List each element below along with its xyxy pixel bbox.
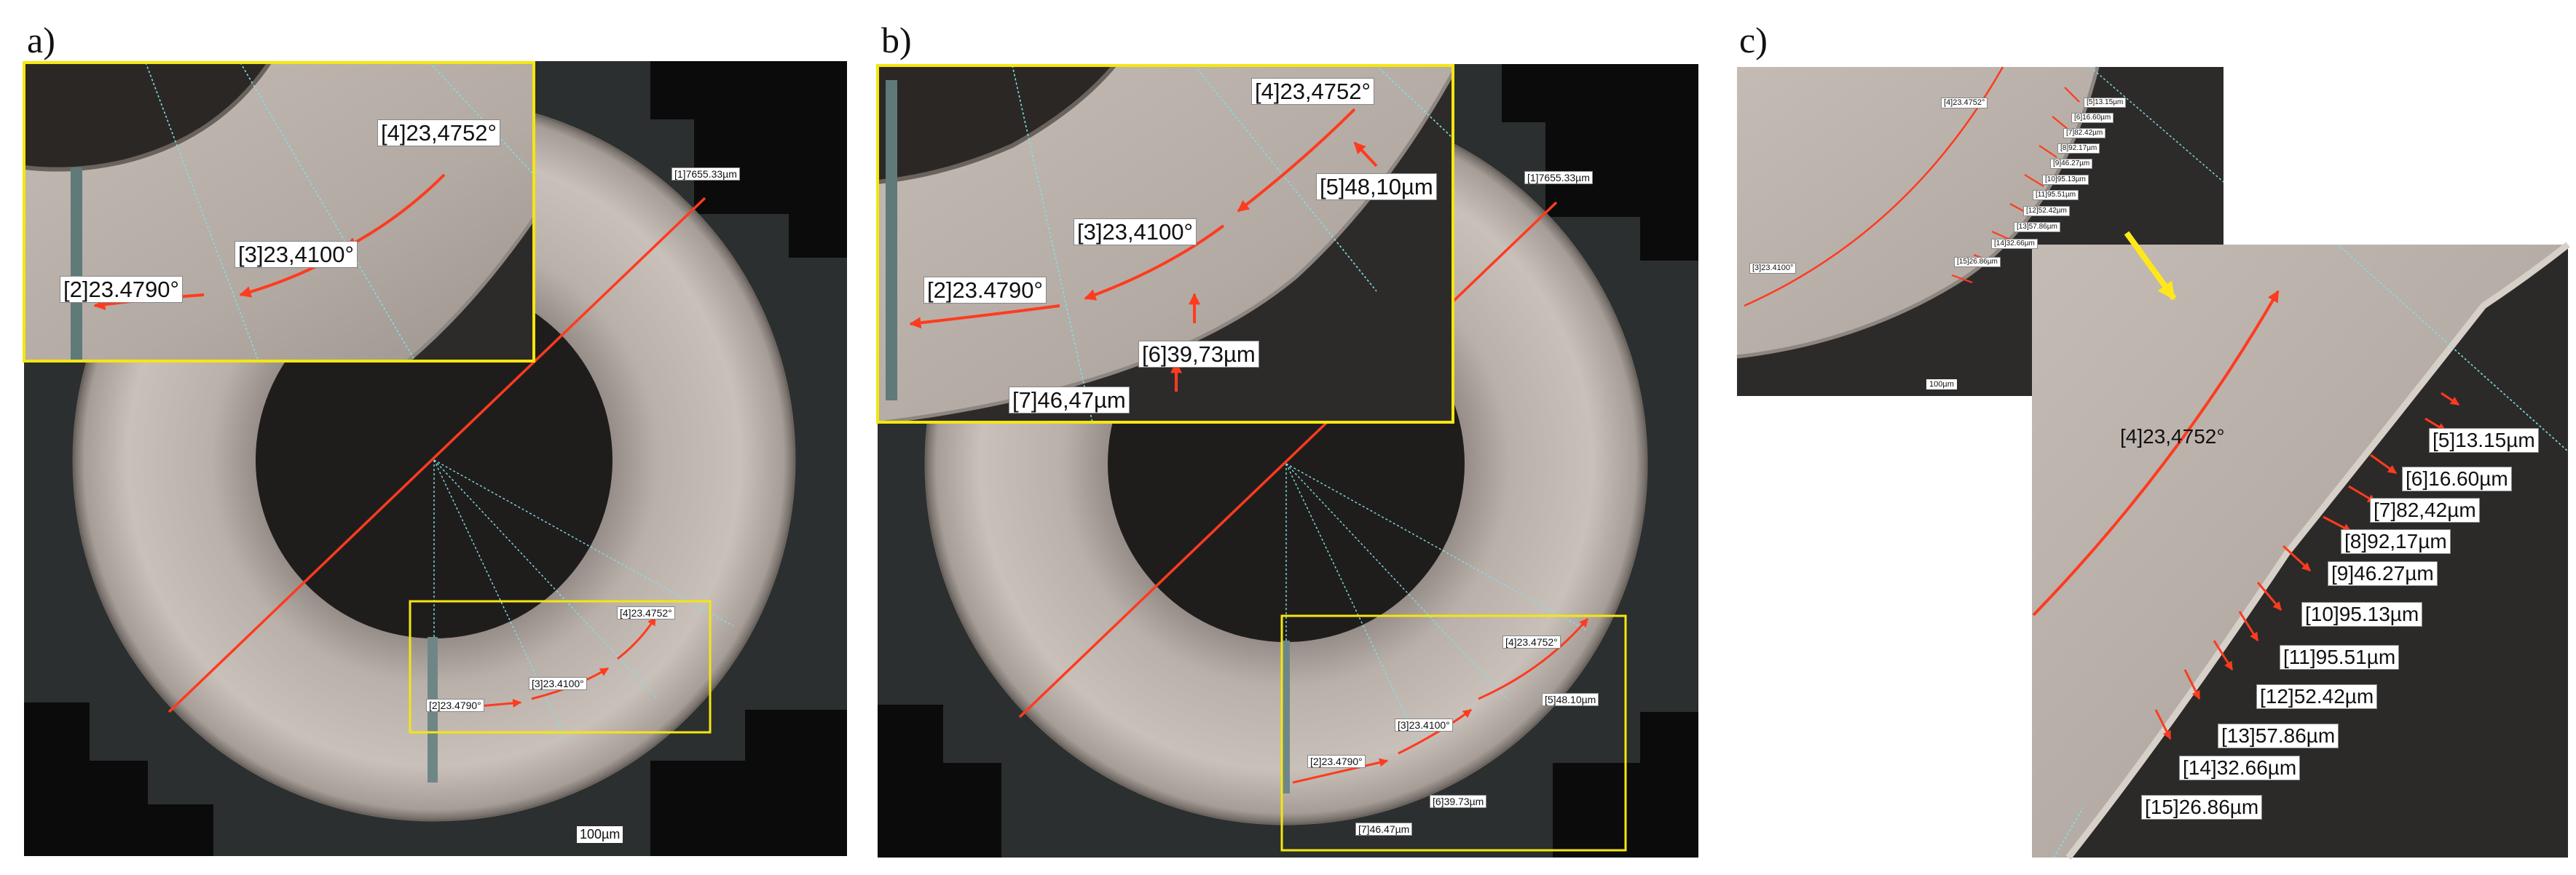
scale-bar-label: 100µm — [577, 826, 623, 843]
edge-depth-label: [12]52.42µm — [2023, 206, 2070, 216]
edge-depth-label: [11]95.51µm — [2033, 190, 2079, 200]
edge-depth-label: [13]57.86µm — [2014, 222, 2060, 232]
zoom-edge-depth-label: [5]13.15µm — [2429, 428, 2539, 453]
panel-label-c: c) — [1739, 20, 1768, 60]
inset-angle-4-label: [4]23,4752° — [377, 119, 500, 146]
angle-2-label: [2]23.4790° — [1307, 755, 1366, 768]
zoom-edge-depth-label: [12]52.42µm — [2256, 684, 2378, 709]
angle-4-label: [4]23.4752° — [1502, 636, 1561, 649]
inset-depth-6-label: [6]39,73µm — [1138, 341, 1259, 368]
angle-2-label: [2]23.4790° — [426, 699, 484, 712]
angle-3-label: [3]23.4100° — [1395, 718, 1453, 732]
depth-5-label: [5]48.10µm — [1542, 693, 1599, 706]
panel-c-zoom — [2032, 231, 2570, 860]
inset-angle-3-label: [3]23,4100° — [1074, 218, 1197, 245]
panel-a-inset — [24, 63, 534, 361]
zoom-edge-depth-label: [13]57.86µm — [2218, 724, 2339, 748]
zoom-edge-depth-label: [15]26.86µm — [2141, 795, 2263, 820]
angle-3-label: [3]23.4100° — [1749, 263, 1797, 274]
inset-angle-3-label: [3]23,4100° — [235, 241, 358, 268]
zoom-edge-depth-label: [9]46.27µm — [2328, 561, 2438, 586]
zoom-edge-depth-label: [11]95.51µm — [2280, 645, 2400, 670]
inset-depth-7-label: [7]46,47µm — [1009, 387, 1130, 413]
angle-3-label: [3]23.4100° — [529, 677, 587, 690]
panel-label-b: b) — [881, 20, 912, 60]
zoom-edge-depth-label: [14]32.66µm — [2179, 756, 2301, 780]
edge-depth-label: [6]16.60µm — [2071, 113, 2114, 123]
depth-7-label: [7]46.47µm — [1355, 823, 1413, 836]
inset-depth-5-label: [5]48,10µm — [1316, 173, 1437, 200]
edge-depth-label: [9]46.27µm — [2050, 159, 2093, 169]
scale-bar-label: 100µm — [1926, 379, 1957, 389]
edge-depth-label: [10]95.13µm — [2042, 175, 2089, 185]
zoom-edge-depth-label: [10]95.13µm — [2301, 602, 2423, 627]
edge-depth-label: [5]13.15µm — [2084, 98, 2127, 108]
depth-6-label: [6]39.73µm — [1430, 795, 1487, 808]
diameter-label: [1]7655.33µm — [671, 167, 740, 181]
edge-depth-label: [8]92.17µm — [2057, 143, 2100, 154]
zoom-edge-depth-label: [7]82,42µm — [2370, 498, 2480, 523]
edge-depth-label: [15]26.86µm — [1954, 257, 2001, 267]
angle-4-label: [4]23.4752° — [617, 606, 675, 619]
edge-depth-label: [7]82.42µm — [2063, 128, 2106, 138]
panel-label-a: a) — [27, 20, 55, 60]
inset-angle-2-label: [2]23.4790° — [60, 276, 183, 303]
zoom-angle-4-label: [4]23,4752° — [2120, 425, 2225, 448]
inset-angle-4-label: [4]23,4752° — [1251, 78, 1374, 105]
diameter-label: [1]7655.33µm — [1524, 171, 1593, 184]
zoom-edge-depth-label: [8]92,17µm — [2341, 529, 2451, 554]
edge-depth-label: [14]32.66µm — [1991, 239, 2038, 249]
inset-angle-2-label: [2]23.4790° — [923, 277, 1047, 304]
zoom-edge-depth-label: [6]16.60µm — [2402, 467, 2512, 491]
angle-4-label: [4]23.4752° — [1941, 98, 1988, 108]
